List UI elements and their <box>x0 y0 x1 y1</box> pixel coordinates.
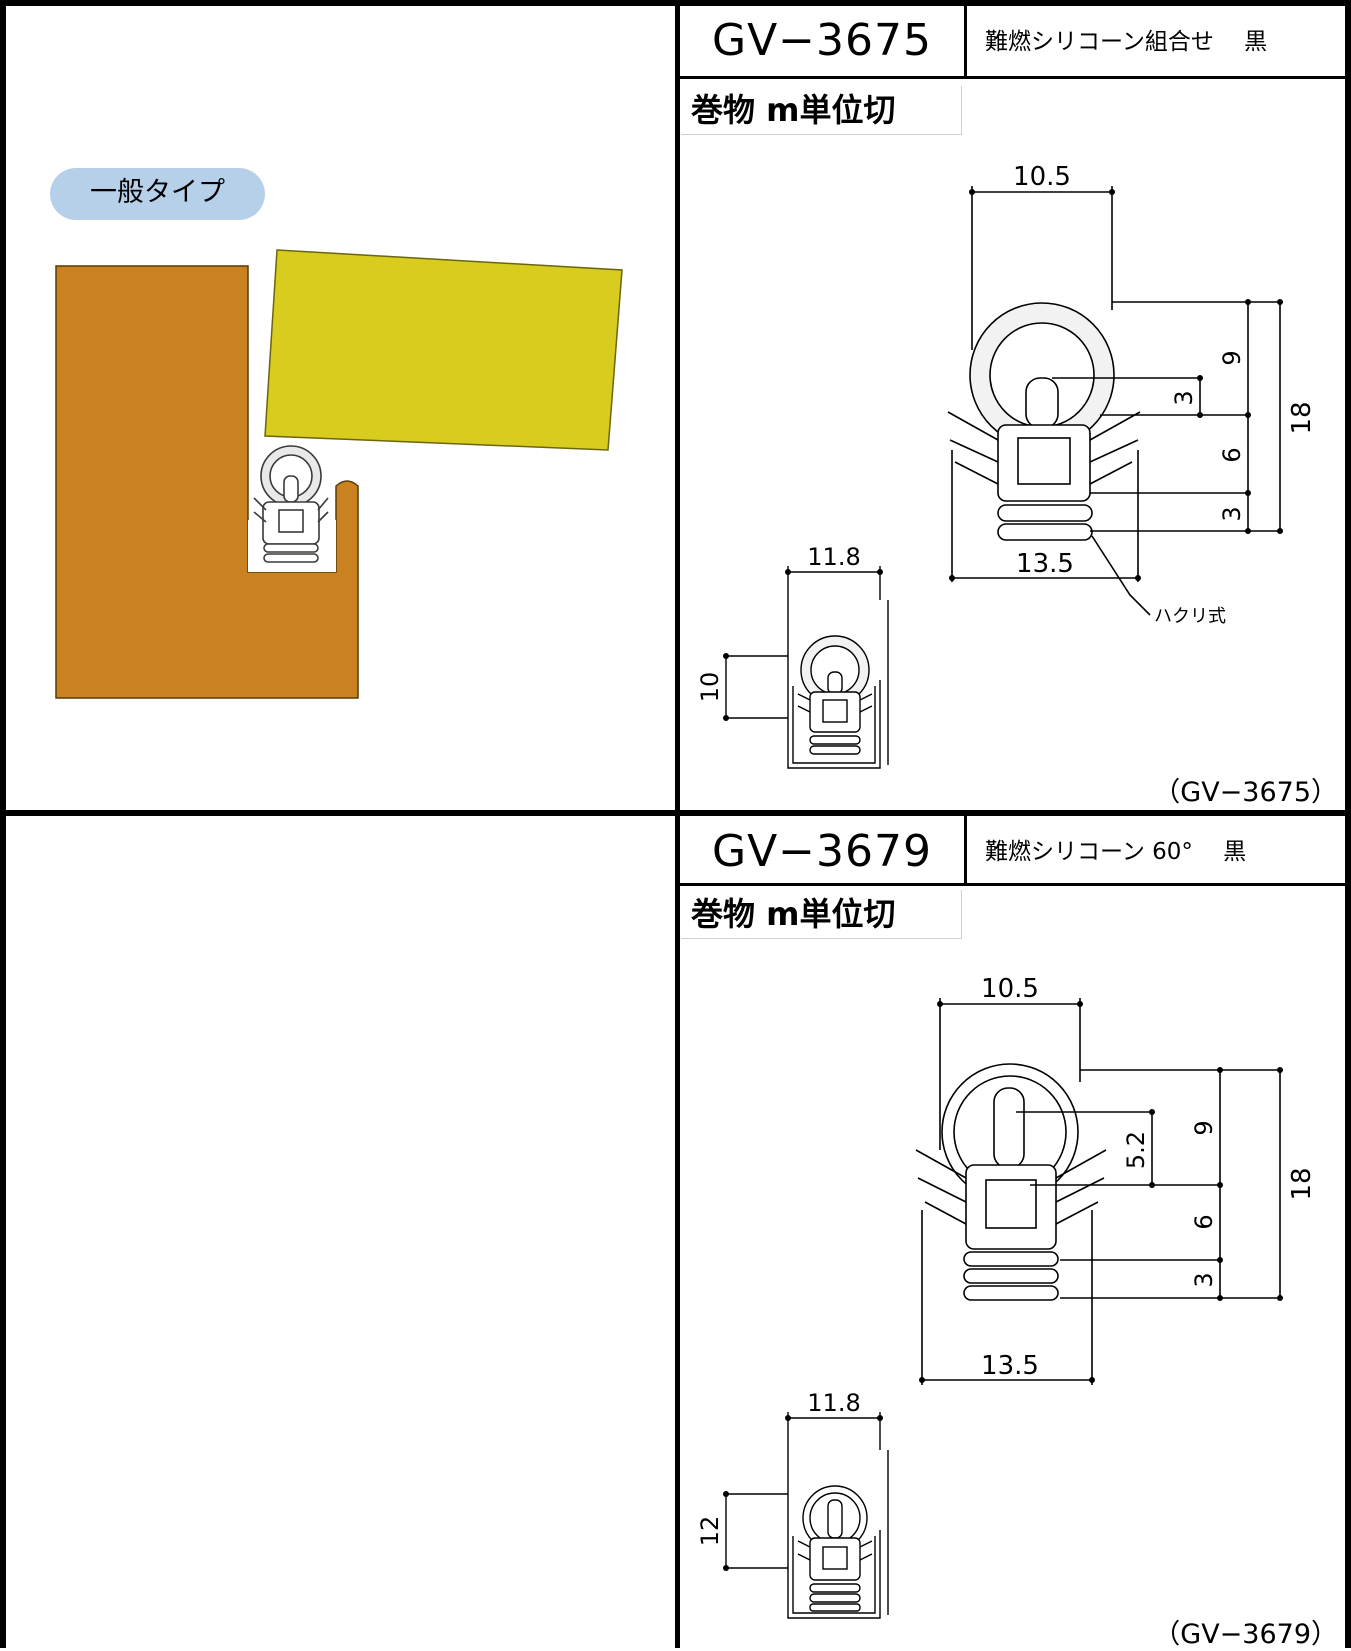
figure-caption-2: （GV−3679） <box>1153 1619 1338 1650</box>
dim-total-2: 18 <box>1287 1167 1317 1200</box>
outer-border-left <box>0 0 6 1648</box>
product-description-2: 難燃シリコーン 60° 黒 <box>985 839 1247 865</box>
dim-mini-width-2: 11.8 <box>807 1390 860 1417</box>
peel-note-1: ハクリ式 <box>1154 606 1226 627</box>
mini-drawing-1: 11.8 10 <box>696 543 889 769</box>
row-divider <box>0 810 1351 816</box>
dim-mid-2: 6 <box>1190 1214 1218 1229</box>
product-code-1: GV−3675 <box>711 15 933 66</box>
mini-drawing-2: 11.8 12 <box>696 1390 889 1619</box>
header-divider-2 <box>680 883 1345 886</box>
type-badge: 一般タイプ <box>50 168 265 220</box>
center-divider <box>675 0 680 1648</box>
roll-label-2: 巻物 m単位切 <box>681 890 962 939</box>
dim-bulb-1: 9 <box>1218 350 1246 365</box>
figure-caption-1: （GV−3675） <box>1153 777 1338 808</box>
header-split-1 <box>964 6 967 76</box>
dim-mini-height-2: 12 <box>696 1516 724 1547</box>
dim-base-1: 3 <box>1218 506 1246 521</box>
door-panel <box>264 249 623 451</box>
dim-bottom-width-1: 13.5 <box>1016 549 1074 579</box>
dim-top-width-2: 10.5 <box>981 974 1039 1004</box>
profile-drawing-2: 10.5 13.5 9 5.2 6 3 18 <box>915 974 1317 1385</box>
dim-slot-1: 3 <box>1170 390 1198 405</box>
roll-label-1: 巻物 m単位切 <box>681 86 962 135</box>
dim-bulb-2: 9 <box>1190 1120 1218 1135</box>
dim-base-2: 3 <box>1190 1272 1218 1287</box>
dim-mini-width-1: 11.8 <box>807 543 860 571</box>
profile-drawing-1: 10.5 13.5 9 3 6 3 18 ハクリ式 <box>947 162 1317 627</box>
header-split-2 <box>964 816 967 883</box>
product-code-2: GV−3679 <box>711 826 933 877</box>
dim-total-1: 18 <box>1287 401 1317 434</box>
dim-top-width-1: 10.5 <box>1013 162 1071 192</box>
product-description-1: 難燃シリコーン組合せ 黒 <box>985 29 1268 55</box>
header-divider-1 <box>680 76 1345 79</box>
outer-border-right <box>1345 0 1351 1648</box>
dim-slot-2: 5.2 <box>1122 1131 1150 1169</box>
dim-mini-height-1: 10 <box>696 672 724 703</box>
installation-illustration <box>55 249 623 699</box>
dim-bottom-width-2: 13.5 <box>981 1351 1039 1381</box>
dim-mid-1: 6 <box>1218 447 1246 462</box>
seal-in-frame <box>248 445 336 572</box>
